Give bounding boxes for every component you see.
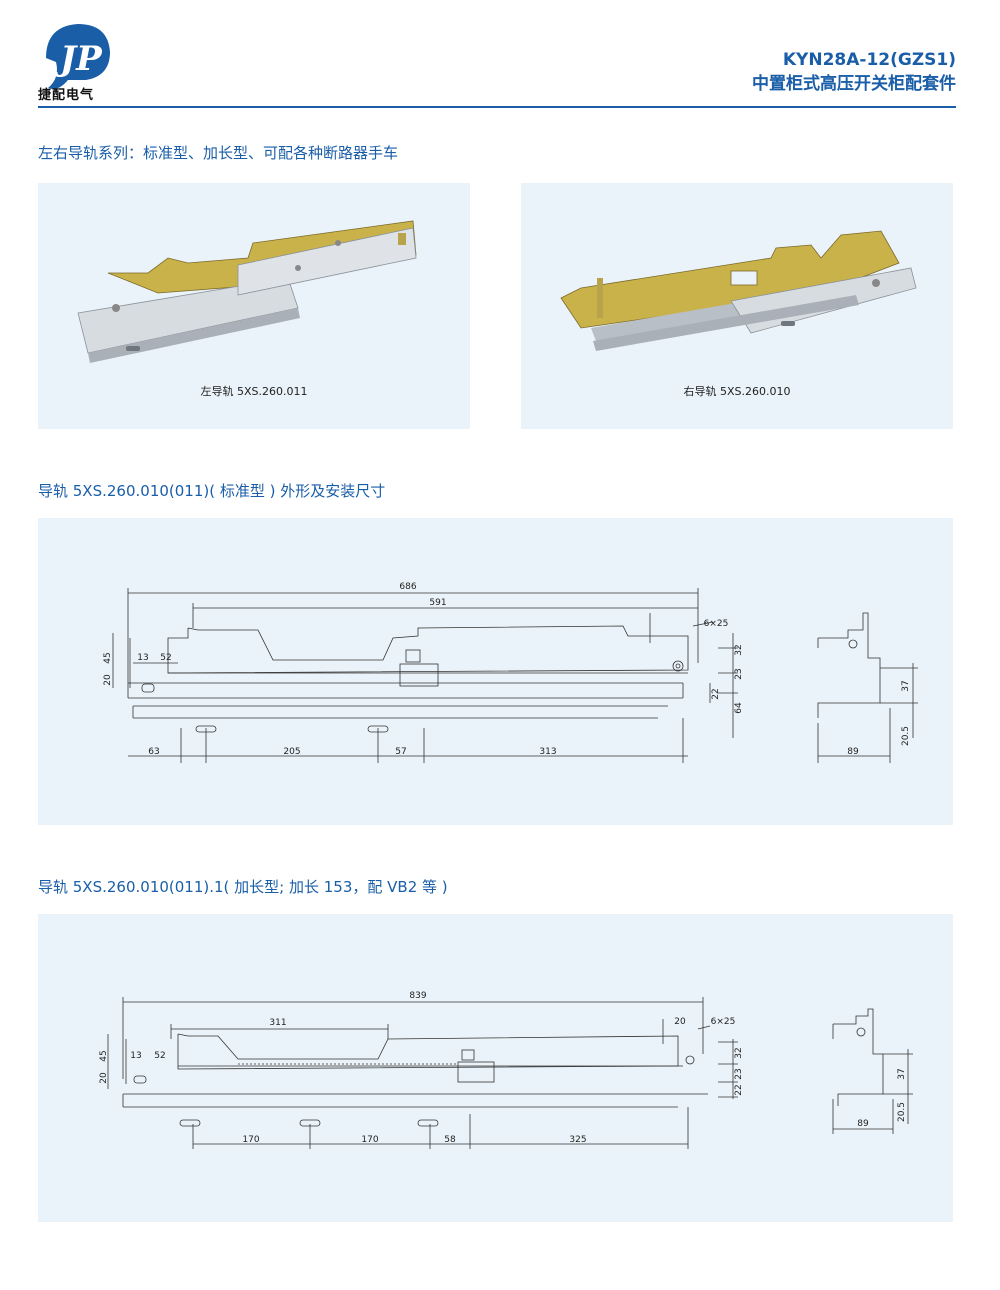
dim-52: 52: [160, 653, 171, 663]
dim-inner: 591: [429, 598, 446, 608]
dim-32: 32: [734, 644, 744, 655]
company-name: 捷配电气: [38, 88, 95, 103]
header-titles: KYN28A-12(GZS1) 中置柜式高压开关柜配套件: [752, 48, 956, 96]
dim-overall: 839: [409, 991, 426, 1001]
dim-32: 32: [734, 1047, 744, 1058]
left-rail-photo: 左导轨 5XS.260.011: [77, 220, 417, 398]
dim-22: 22: [711, 688, 721, 699]
dim-20: 20: [103, 674, 113, 686]
dim-52: 52: [154, 1051, 165, 1061]
right-rail-caption: 右导轨 5XS.260.010: [684, 384, 791, 398]
dim-170-b: 170: [361, 1135, 378, 1145]
photo-panel-right-rail: 右导轨 5XS.260.010: [521, 183, 953, 429]
drawing-panel-standard: 686 591 45 20 13 52 6×25 32 23 22 64 63 …: [38, 518, 953, 825]
dim-311: 311: [269, 1018, 286, 1028]
side-dim-89: 89: [857, 1119, 869, 1129]
dim-holes: 6×25: [711, 1017, 736, 1027]
side-dim-37: 37: [901, 680, 911, 691]
product-series: 中置柜式高压开关柜配套件: [752, 74, 956, 94]
dim-holes: 6×25: [704, 619, 729, 629]
dim-63: 63: [148, 747, 159, 757]
dim-57: 57: [395, 747, 406, 757]
right-rail-photo: 右导轨 5XS.260.010: [560, 230, 917, 398]
dim-45: 45: [103, 652, 113, 663]
section-title-standard: 导轨 5XS.260.010(011)( 标准型 ) 外形及安装尺寸: [38, 482, 386, 500]
side-dim-37: 37: [897, 1068, 907, 1079]
dim-313: 313: [539, 747, 556, 757]
section-title-rails: 左右导轨系列：标准型、加长型、可配各种断路器手车: [38, 144, 399, 162]
dim-20-top: 20: [674, 1017, 686, 1027]
side-dim-89: 89: [847, 747, 859, 757]
standard-rail-drawing: 686 591 45 20 13 52 6×25 32 23 22 64 63 …: [103, 582, 918, 763]
company-logo: JP: [46, 24, 110, 89]
svg-text:JP: JP: [54, 39, 103, 79]
left-rail-caption: 左导轨 5XS.260.011: [201, 384, 308, 398]
header-divider: [38, 106, 956, 108]
photo-panel-left-rail: 左导轨 5XS.260.011: [38, 183, 470, 429]
dim-23: 23: [734, 1068, 744, 1079]
dim-45: 45: [99, 1050, 109, 1061]
dim-13: 13: [137, 653, 148, 663]
dim-325: 325: [569, 1135, 586, 1145]
dim-205: 205: [283, 747, 300, 757]
side-dim-20-5: 20.5: [901, 726, 911, 746]
dim-20-left: 20: [99, 1072, 109, 1084]
dim-58: 58: [444, 1135, 456, 1145]
dim-13: 13: [130, 1051, 141, 1061]
dim-23: 23: [734, 668, 744, 679]
extended-rail-drawing: 839 311 20 6×25 45 20 13 52 32 23 22 170…: [99, 991, 913, 1149]
dim-22: 22: [734, 1084, 744, 1095]
dim-170-a: 170: [242, 1135, 259, 1145]
drawing-panel-extended: 839 311 20 6×25 45 20 13 52 32 23 22 170…: [38, 914, 953, 1222]
section-title-extended: 导轨 5XS.260.010(011).1( 加长型; 加长 153，配 VB2…: [38, 878, 448, 896]
product-model: KYN28A-12(GZS1): [782, 50, 956, 70]
dim-overall: 686: [399, 582, 416, 592]
dim-64: 64: [734, 702, 744, 714]
side-dim-20-5: 20.5: [897, 1102, 907, 1122]
